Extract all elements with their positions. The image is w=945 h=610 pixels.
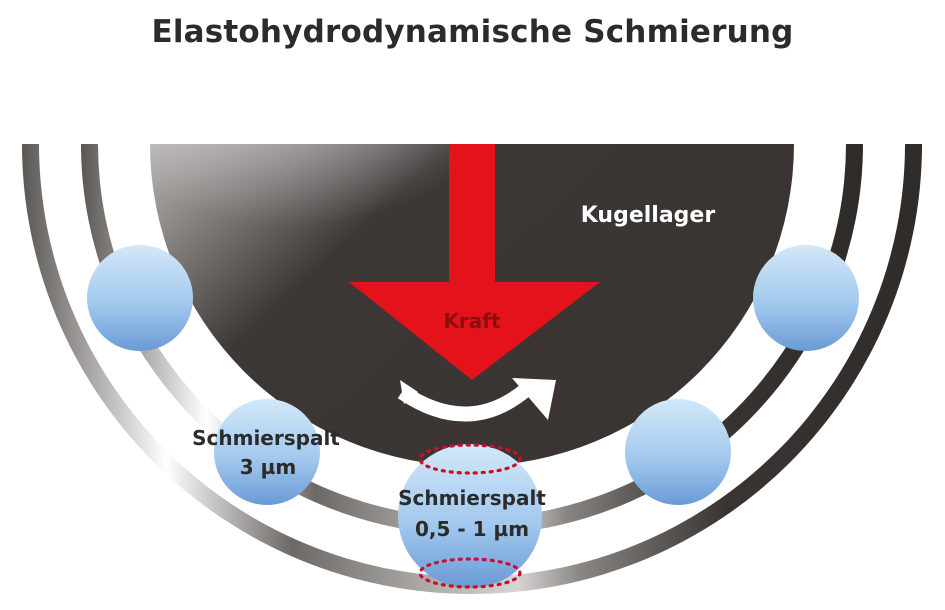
ball-right-bottom [625,399,731,505]
force-label: Kraft [443,309,501,333]
ball-left-top [87,245,193,351]
contact-zone-top [418,443,522,475]
gap-left-label-line2: 3 µm [240,455,296,479]
force-arrow [349,144,600,380]
gap-left-label-line1: Schmierspalt [192,426,340,450]
ball-left-bottom [214,399,320,505]
contact-zone-bottom [418,557,522,589]
gap-center-label-line2: 0,5 - 1 µm [415,517,529,541]
ball-right-top [753,245,859,351]
bearing-label: Kugellager [581,203,716,228]
gap-center-label-line1: Schmierspalt [398,486,546,510]
rotation-arrow-icon [397,378,556,422]
page-title: Elastohydrodynamische Schmierung [151,14,794,50]
ball-center [398,444,542,588]
